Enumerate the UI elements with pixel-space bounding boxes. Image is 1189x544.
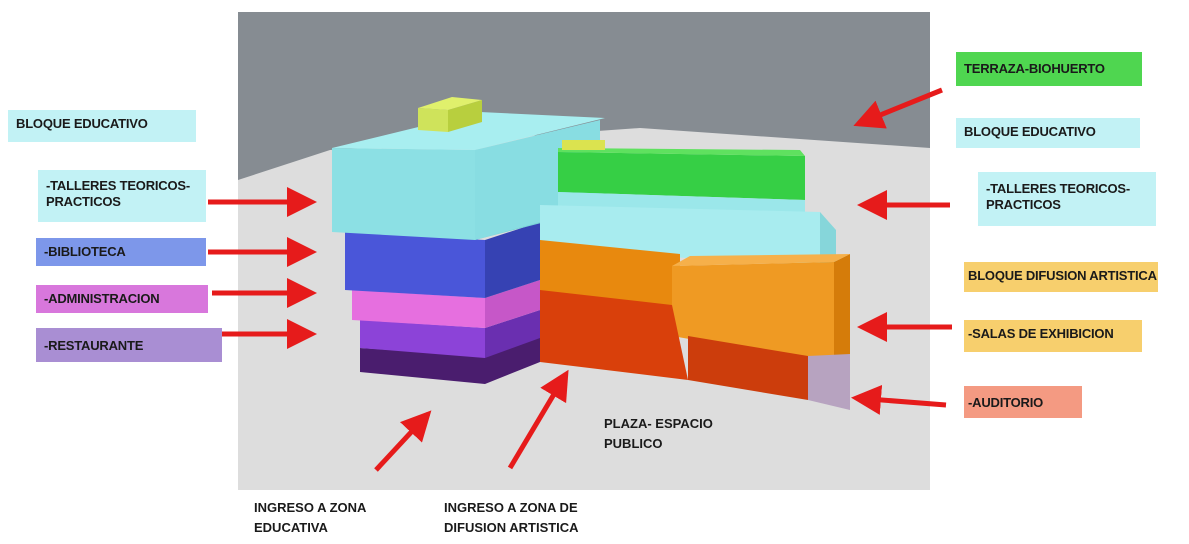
arrow-ingreso-difusion [507, 369, 569, 470]
biblioteca-front [345, 232, 485, 298]
label-bloque-educativo-right: BLOQUE EDUCATIVO [956, 118, 1140, 148]
auditorio-lower [688, 336, 808, 400]
rooftop-box-side [448, 100, 482, 132]
label-bloque-difusion: BLOQUE DIFUSION ARTISTICA [964, 262, 1158, 292]
label-terraza: TERRAZA-BIOHUERTO [956, 52, 1142, 86]
restaurant-top-layer [360, 336, 540, 384]
label-ingreso-difusion: INGRESO A ZONA DE DIFUSION ARTISTICA [444, 500, 579, 535]
biblioteca-side [485, 222, 540, 298]
terraza-top [558, 148, 805, 156]
label-auditorio: -AUDITORIO [964, 386, 1082, 418]
arrow-terraza [853, 87, 943, 129]
restaurant-front [360, 320, 485, 358]
rooftop-box-front [418, 108, 448, 132]
terraza-front [558, 152, 805, 200]
arrow-ingreso-educativa [374, 410, 432, 472]
label-administracion: -ADMINISTRACION [36, 285, 208, 313]
label-talleres-right: -TALLERES TEORICOS-PRACTICOS [978, 172, 1156, 226]
salas-cantilever-side [834, 254, 850, 364]
label-ingreso-educativa: INGRESO A ZONA EDUCATIVA [254, 500, 366, 535]
restaurant-side [485, 310, 540, 358]
auditorio-shadow [808, 354, 850, 410]
rooftop-box-top [418, 97, 482, 110]
terraza-box [562, 140, 605, 150]
auditorio-front [540, 290, 688, 380]
label-talleres-left: -TALLERES TEORICOS-PRACTICOS [38, 170, 206, 222]
salas-cantilever-front [672, 262, 834, 364]
label-bloque-educativo-left: BLOQUE EDUCATIVO [8, 110, 196, 142]
admin-front [352, 290, 485, 328]
arrows [208, 87, 952, 472]
talleres-top [332, 112, 605, 150]
salas-front [540, 240, 680, 310]
label-plaza: PLAZA- ESPACIO PUBLICO [604, 416, 713, 451]
label-restaurante: -RESTAURANTE [36, 328, 222, 362]
label-salas: -SALAS DE EXHIBICION [964, 320, 1142, 352]
admin-side [485, 280, 540, 328]
arrow-auditorio [851, 384, 947, 415]
talleres-front [332, 148, 475, 240]
salas-cantilever-top [672, 254, 850, 266]
label-biblioteca: -BIBLIOTECA [36, 238, 206, 266]
bloque-difusion-volume [540, 140, 850, 410]
